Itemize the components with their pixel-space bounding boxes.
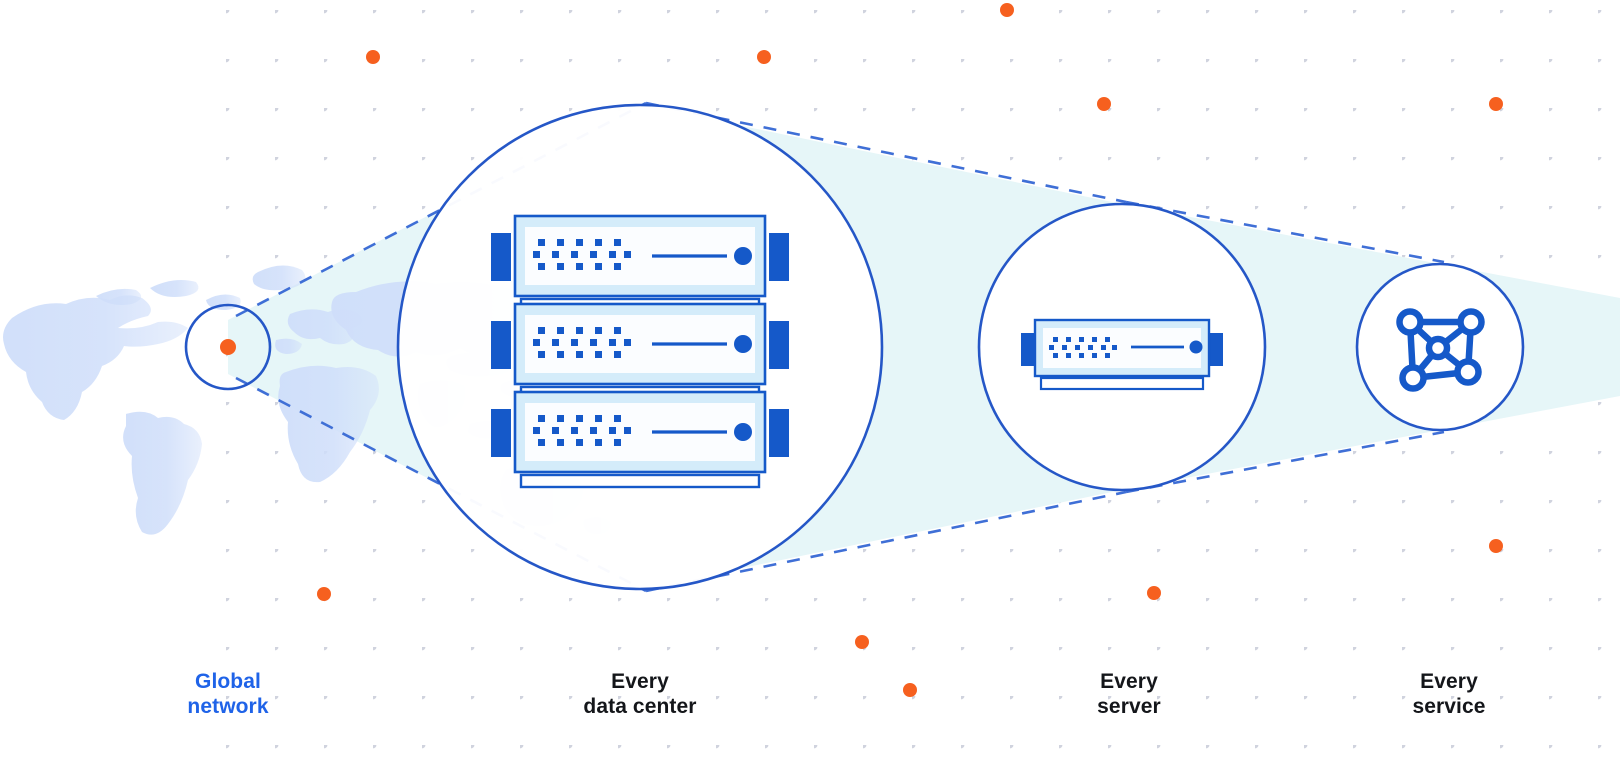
server-rack-unit-2 <box>491 302 789 401</box>
stage-label-global-network: Global network <box>187 670 269 718</box>
hot-dot-0 <box>1000 3 1014 17</box>
circle-global-network <box>184 303 272 391</box>
hot-dot-4 <box>1489 97 1503 111</box>
stage-label-every-data-center: Every data center <box>583 670 697 718</box>
hot-dot-5 <box>1489 539 1503 553</box>
server-rack-unit-1 <box>491 214 789 313</box>
hot-dot-7 <box>1147 586 1161 600</box>
server-rack-unit-3 <box>491 390 789 489</box>
hot-dot-6 <box>317 587 331 601</box>
server-unit-icon <box>1021 318 1223 391</box>
hot-dot-9 <box>903 683 917 697</box>
hot-dot-2 <box>757 50 771 64</box>
stage-label-every-service: Every service <box>1412 670 1486 718</box>
hot-dot-1 <box>366 50 380 64</box>
stage-label-every-server: Every server <box>1097 670 1161 718</box>
server-rack-icon <box>491 214 789 489</box>
hot-dot-3 <box>1097 97 1111 111</box>
hot-dot-8 <box>855 635 869 649</box>
hot-dot-group <box>317 3 1503 697</box>
map-marker-dot <box>220 339 236 355</box>
dashed-line-top-3 <box>1125 200 1445 264</box>
service-mesh-icon <box>1396 308 1485 392</box>
dashed-line-bottom-3 <box>1125 430 1445 494</box>
